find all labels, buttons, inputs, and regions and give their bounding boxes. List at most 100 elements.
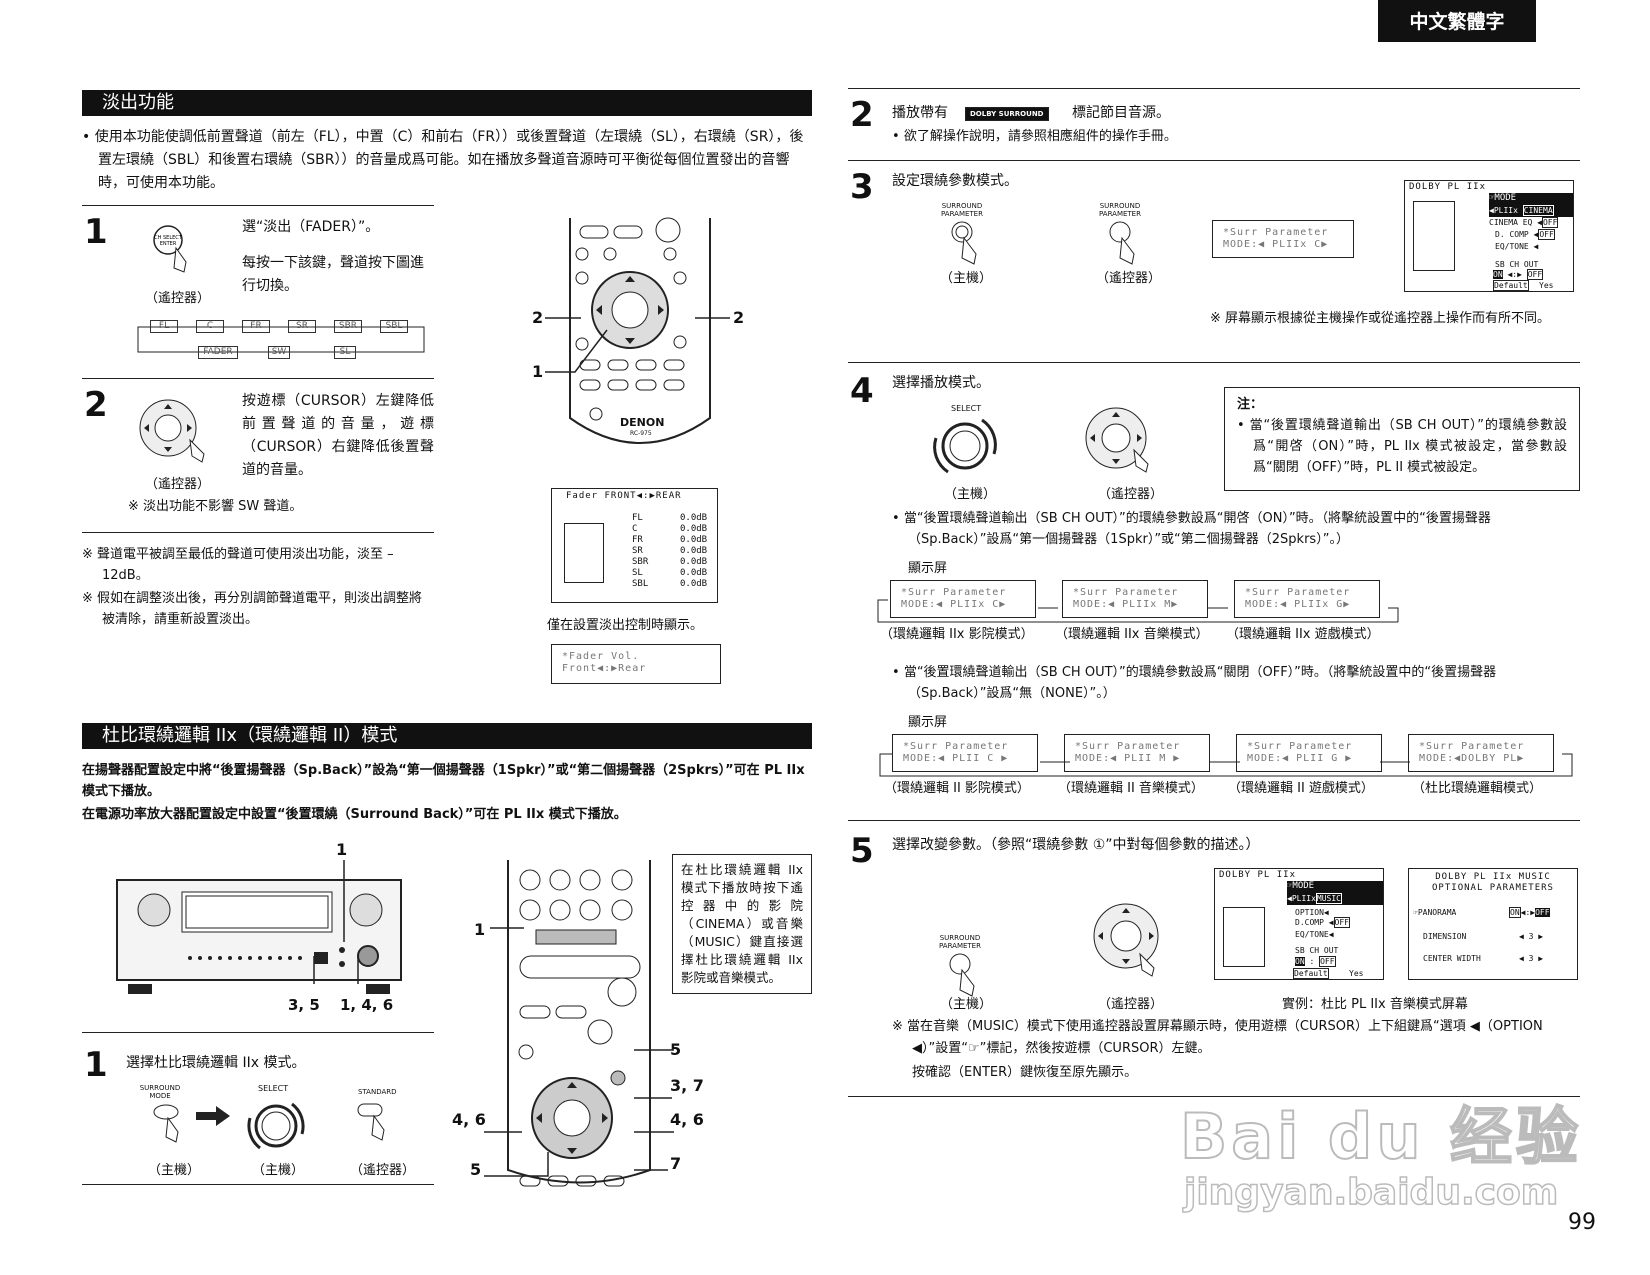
display-label-2: 顯示屏 bbox=[908, 715, 948, 730]
step5-example-caption: 實例：杜比 PL IIx 音樂模式屏幕 bbox=[1282, 997, 1468, 1012]
fader-section-title: 淡出功能 bbox=[82, 90, 812, 116]
step2-bullet: • 欲了解操作說明，請參照相應組件的操作手冊。 bbox=[892, 129, 1177, 144]
s3-osd-title: DOLBY PL IIx bbox=[1409, 182, 1487, 192]
remote-callout-lines bbox=[484, 927, 674, 1177]
step4-select-label: SELECT bbox=[951, 404, 982, 413]
right-step-2-number: 2 bbox=[850, 95, 874, 135]
off-mode-caption: （環繞邏輯 II 音樂模式） bbox=[1058, 781, 1204, 796]
off-mode-caption: （環繞邏輯 II 遊戲模式） bbox=[1228, 781, 1374, 796]
opt-dimension-val: ◀ 3 ▶ bbox=[1519, 932, 1544, 941]
language-tab: 中文繁體字 bbox=[1378, 0, 1536, 42]
dolby-section-title: 杜比環繞邏輯 IIx（環繞邏輯 II）模式 bbox=[82, 723, 812, 749]
s5-osd-option: OPTION◀ bbox=[1295, 908, 1329, 917]
bullet-sb-on-text: 當“後置環繞聲道輸出（SB CH OUT）”的環繞參數設爲“開啓（ON）”時。（… bbox=[903, 511, 1491, 547]
channel-chip: SW bbox=[268, 346, 290, 359]
step5-text: 選擇改變參數。（參照“環繞參數 ①”中對每個參數的描述。） bbox=[892, 837, 1260, 853]
dolby-note-box: 在杜比環繞邏輯 IIx 模式下播放時按下遙控器中的影院（CINEMA）或音樂（M… bbox=[672, 854, 812, 994]
remote-callout-5b: 5 bbox=[470, 1160, 482, 1179]
s3-osd-eqtone: EQ/TONE ◀ bbox=[1495, 242, 1539, 251]
step3-osd-screen: DOLBY PL IIx ☞MODE ◀PLIIx CINEMA CINEMA … bbox=[1404, 180, 1574, 292]
step2-text-2: 標記節目音源。 bbox=[1072, 105, 1170, 121]
step3-main-caption: （主機） bbox=[940, 271, 993, 286]
fader-note-2-text: 假如在調整淡出後，再分別調節聲道電平，則淡出調整將被清除，請重新設置淡出。 bbox=[97, 591, 423, 627]
off-modes-cycle-lines bbox=[879, 753, 1573, 777]
dolby-main-caption-2: （主機） bbox=[252, 1163, 305, 1178]
cursor-pad-icon bbox=[1093, 903, 1159, 977]
bullet-sb-off-text: 當“後置環繞聲道輸出（SB CH OUT）”的環繞參數設爲“關閉（OFF）”時。… bbox=[903, 665, 1497, 701]
fader-note-2: ※ 假如在調整淡出後，再分別調節聲道電平，則淡出調整將被清除，請重新設置淡出。 bbox=[82, 591, 423, 627]
callout-2-right: 2 bbox=[733, 308, 745, 327]
fader-intro-text: 使用本功能使調低前置聲道（前左（FL），中置（C）和前右（FR））或後置聲道（左… bbox=[94, 129, 804, 191]
on-mode-caption: （環繞邏輯 IIx 遊戲模式） bbox=[1226, 627, 1380, 642]
bullet-sb-on: • 當“後置環繞聲道輸出（SB CH OUT）”的環繞參數設爲“開啓（ON）”時… bbox=[892, 511, 1491, 547]
s5-osd-eqtone: EQ/TONE◀ bbox=[1295, 930, 1334, 939]
amp-callout-1: 1 bbox=[336, 840, 348, 859]
watermark-logo: Bai du 经验 bbox=[1179, 1099, 1583, 1174]
opt-center-width: CENTER WIDTH bbox=[1423, 954, 1481, 963]
remote-callout-46a: 4, 6 bbox=[452, 1110, 486, 1129]
on-mode-caption: （環繞邏輯 IIx 音樂模式） bbox=[1055, 627, 1209, 642]
standard-label: STANDARD bbox=[358, 1088, 397, 1096]
step5-remote-caption: （遙控器） bbox=[1098, 997, 1164, 1012]
s3-osd-yes: Yes bbox=[1539, 281, 1554, 290]
surround-param-button-icon bbox=[949, 953, 975, 997]
remote-control-large bbox=[507, 860, 651, 1187]
standard-button-icon bbox=[357, 1103, 385, 1141]
s3-osd-cinema-eq: CINEMA EQ ◀OFF bbox=[1489, 217, 1559, 228]
channel-chip: FL bbox=[150, 320, 178, 333]
remote-control-illustration bbox=[569, 217, 711, 444]
step4-note-box: 注： • 當“後置環繞聲道輸出（SB CH OUT）”的環繞參數設爲“開啓（ON… bbox=[1224, 387, 1580, 491]
s3-osd-onoff: ON ◀:▶ OFF bbox=[1493, 269, 1544, 280]
remote-model: RC-975 bbox=[630, 430, 652, 437]
select-knob-icon bbox=[247, 1102, 305, 1150]
bullet-sb-off: • 當“後置環繞聲道輸出（SB CH OUT）”的環繞參數設爲“關閉（OFF）”… bbox=[892, 665, 1497, 701]
remote-callout-7: 7 bbox=[670, 1154, 682, 1173]
callout-2-left: 2 bbox=[532, 308, 544, 327]
right-step-5-number: 5 bbox=[850, 831, 874, 871]
fader-step-2-number: 2 bbox=[84, 385, 108, 425]
surround-param-label-remote: SURROUND PARAMETER bbox=[1099, 202, 1141, 218]
fader-intro: • 使用本功能使調低前置聲道（前左（FL），中置（C）和前右（FR））或後置聲道… bbox=[82, 129, 804, 191]
channel-chip: SBL bbox=[380, 320, 408, 333]
s5-osd-dcomp: D.COMP ◀OFF bbox=[1295, 917, 1350, 928]
channel-chip: FR bbox=[242, 320, 270, 333]
svg-text:ENTER: ENTER bbox=[160, 241, 177, 247]
display-label-1: 顯示屏 bbox=[908, 561, 948, 576]
note-title: 注： bbox=[1237, 397, 1264, 412]
fader-step-1-number: 1 bbox=[84, 212, 108, 252]
step2-text: 播放帶有 bbox=[892, 105, 948, 121]
step4-text: 選擇播放模式。 bbox=[892, 375, 990, 391]
dolby-line-2: 在電源功率放大器配置設定中設置“後置環繞（Surround Back）”可在 P… bbox=[82, 807, 627, 822]
step2-bullet-text: 欲了解操作說明，請參照相應組件的操作手冊。 bbox=[903, 129, 1177, 144]
opt-center-width-val: ◀ 3 ▶ bbox=[1519, 954, 1544, 963]
amp-callout-146: 1, 4, 6 bbox=[340, 996, 394, 1014]
speaker-layout-icon bbox=[1413, 201, 1455, 271]
opt-dimension: DIMENSION bbox=[1423, 932, 1467, 941]
channel-chip: FADER bbox=[198, 346, 238, 359]
opt-panorama: ☞PANORAMA bbox=[1413, 908, 1457, 917]
dolby-line-1: 在揚聲器配置設定中將“後置揚聲器（Sp.Back）”設為“第一個揚聲器（1Spk… bbox=[82, 763, 805, 799]
opt-panorama-val: ON◀:▶OFF bbox=[1509, 907, 1550, 918]
step5-option-screen: DOLBY PL IIx MUSIC OPTIONAL PARAMETERS ☞… bbox=[1408, 868, 1578, 980]
dolby-remote-caption: （遙控器） bbox=[350, 1163, 416, 1178]
fader-step2-text: 按遊標（CURSOR）左鍵降低前置聲道的音量，遊標（CURSOR）右鍵降低後置聲… bbox=[242, 393, 434, 478]
amp-callout-lines bbox=[313, 860, 359, 984]
s5-osd-mode-value: ◀PLIIxMUSIC bbox=[1287, 893, 1383, 905]
step4-main-caption: （主機） bbox=[944, 487, 997, 502]
step3-text: 設定環繞參數模式。 bbox=[892, 173, 1018, 189]
svg-text:CH SELECT: CH SELECT bbox=[154, 235, 183, 241]
off-mode-caption: （環繞邏輯 II 影院模式） bbox=[884, 781, 1030, 796]
s5-osd-mode-row: ☞MODE bbox=[1287, 881, 1383, 893]
surround-param-button-main-icon bbox=[951, 221, 977, 265]
surround-param-label-main: SURROUND PARAMETER bbox=[941, 202, 983, 218]
remote-callout-5a: 5 bbox=[670, 1040, 682, 1059]
speaker-layout-icon bbox=[1223, 907, 1265, 967]
